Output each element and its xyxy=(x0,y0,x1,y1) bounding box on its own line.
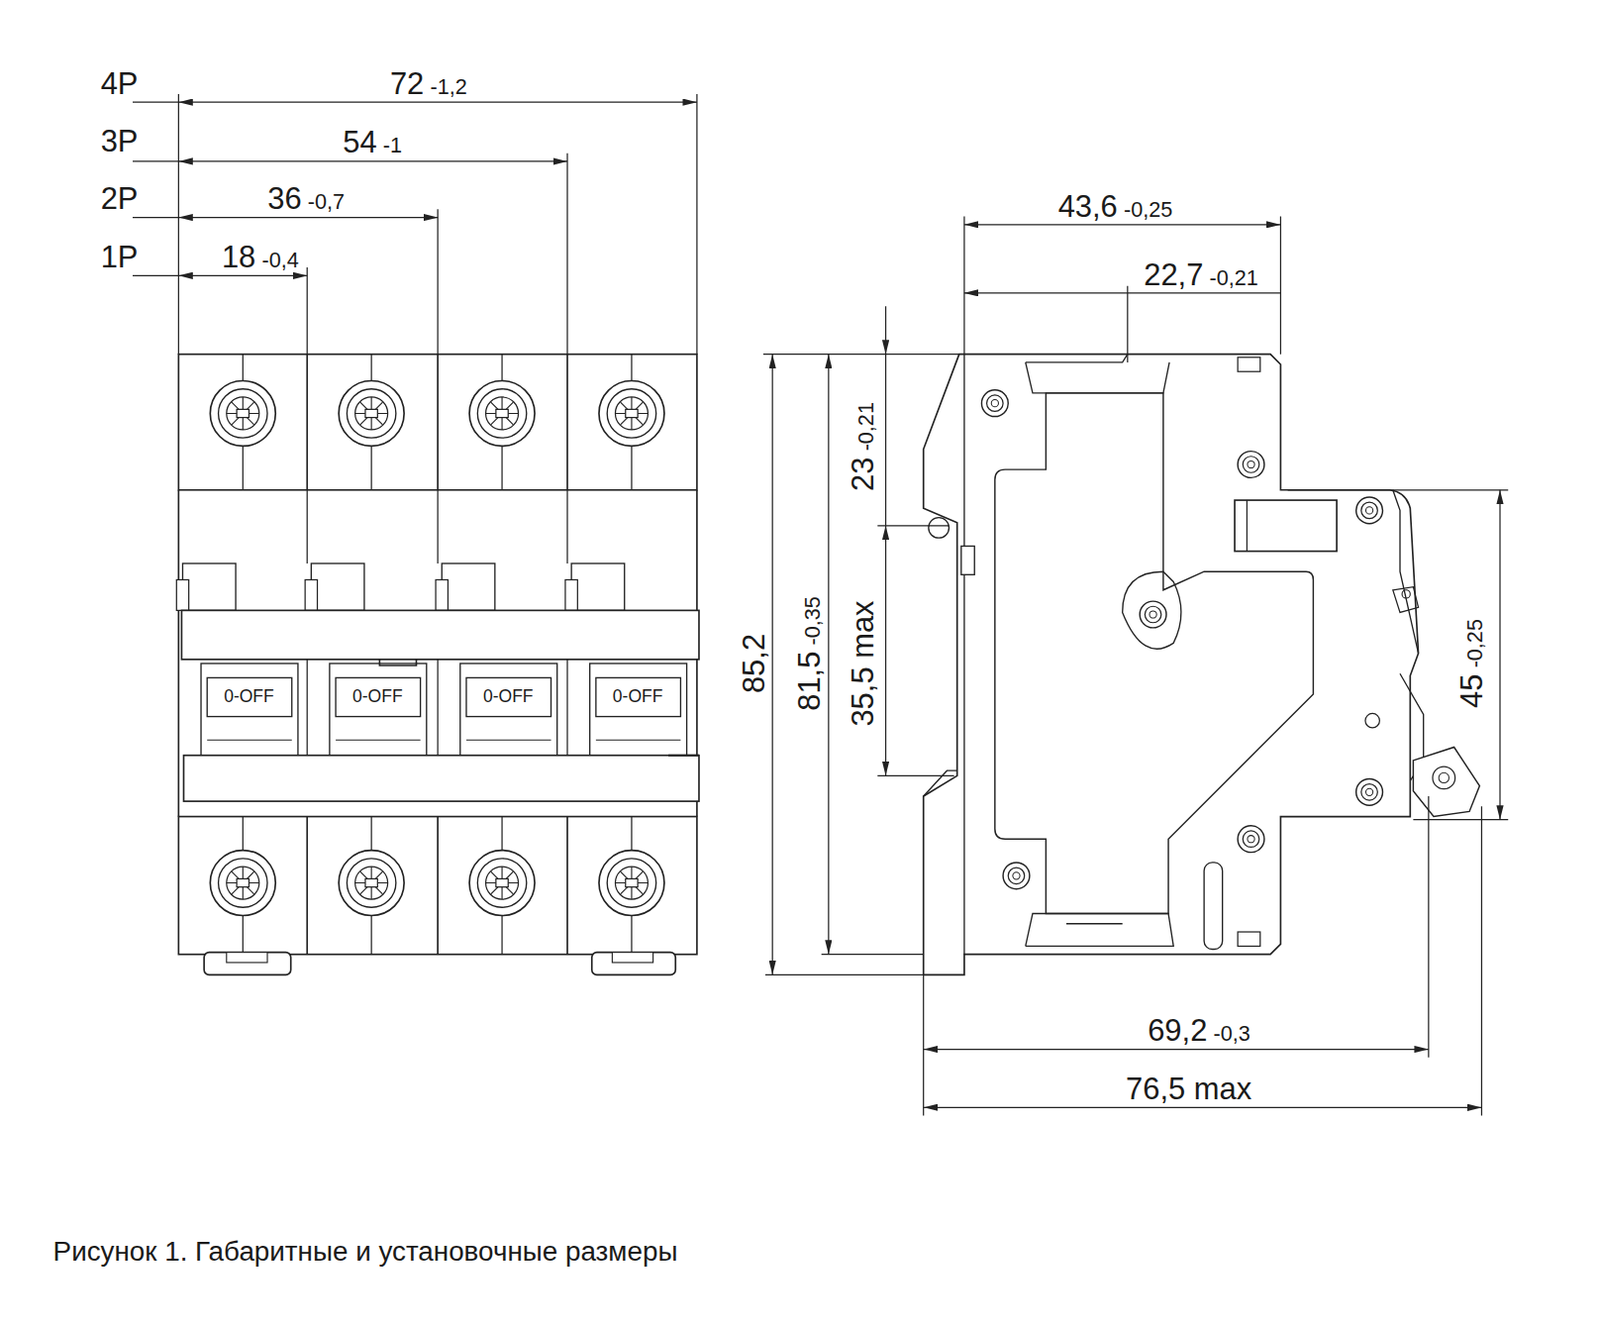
label-text: 69,2 xyxy=(1147,1014,1207,1046)
label-text: 3P xyxy=(100,126,139,158)
tolerance: -0,21 xyxy=(854,401,877,451)
side-view xyxy=(923,354,1481,976)
label-text: 35,5 max xyxy=(847,600,879,726)
dimension: 85,2 xyxy=(738,633,770,694)
dimension: 22,7 -0,21 xyxy=(1143,260,1259,292)
tolerance: -0,35 xyxy=(801,596,824,645)
figure-caption: Рисунок 1. Габаритные и установочные раз… xyxy=(53,1237,679,1266)
off-marking: 0-OFF xyxy=(223,688,275,706)
label-text: 23 xyxy=(847,457,879,492)
label-text: 2P xyxy=(100,184,139,215)
dimension: 23 -0,21 xyxy=(847,401,879,492)
tolerance: -0,7 xyxy=(307,191,345,213)
label-text: 1P xyxy=(100,241,139,273)
label-text: 36 xyxy=(267,184,301,215)
switch-marking: 0-OFF xyxy=(352,688,403,706)
side-dimensions xyxy=(763,216,1508,1116)
dimension: 36 -0,7 xyxy=(267,184,345,215)
off-marking: 0-OFF xyxy=(352,688,403,706)
dimension: 18-0,4 xyxy=(221,241,300,273)
pole-count: 2P xyxy=(100,184,139,215)
label-text: 85,2 xyxy=(738,633,770,694)
switch-marking: 0-OFF xyxy=(223,688,275,706)
label-text: 43,6 xyxy=(1058,192,1118,223)
label-text: 76,5 max xyxy=(1125,1073,1252,1104)
label-text: 4P xyxy=(100,68,139,100)
pole-count: 4P xyxy=(100,68,139,100)
switch-marking: 0-OFF xyxy=(612,688,664,706)
switch-marking: 0-OFF xyxy=(483,688,534,706)
label-text: 45 xyxy=(1457,673,1489,707)
dimension: 35,5 max xyxy=(847,600,879,726)
off-marking: 0-OFF xyxy=(612,688,664,706)
label-text: 22,7 xyxy=(1143,260,1203,292)
dimension: 45 -0,25 xyxy=(1457,618,1489,708)
dimension: 81,5 -0,35 xyxy=(795,596,826,711)
pole-count: 3P xyxy=(100,126,139,158)
off-marking: 0-OFF xyxy=(483,688,534,706)
tolerance: -0,25 xyxy=(1464,618,1487,668)
label-text: 72 xyxy=(390,68,424,100)
pole-count: 1P xyxy=(100,241,139,273)
dimension: 72-1,2 xyxy=(390,68,468,100)
label-text: 18 xyxy=(221,241,256,273)
label-text: 54 xyxy=(342,127,377,159)
dimension: 69,2 -0,3 xyxy=(1147,1014,1251,1046)
front-view xyxy=(176,354,700,976)
tolerance: -0,3 xyxy=(1213,1021,1251,1044)
dimension: 54 -1 xyxy=(342,127,402,159)
tolerance: -0,4 xyxy=(261,248,299,271)
tolerance: -1 xyxy=(383,134,402,157)
label-text: 81,5 xyxy=(795,650,826,710)
tolerance: -0,21 xyxy=(1209,267,1259,290)
dimension: 76,5 max xyxy=(1125,1073,1252,1104)
dimension: 43,6-0,25 xyxy=(1058,192,1174,223)
tolerance: -0,25 xyxy=(1123,199,1173,221)
tolerance: -1,2 xyxy=(429,75,467,98)
front-dimensions xyxy=(132,94,698,355)
